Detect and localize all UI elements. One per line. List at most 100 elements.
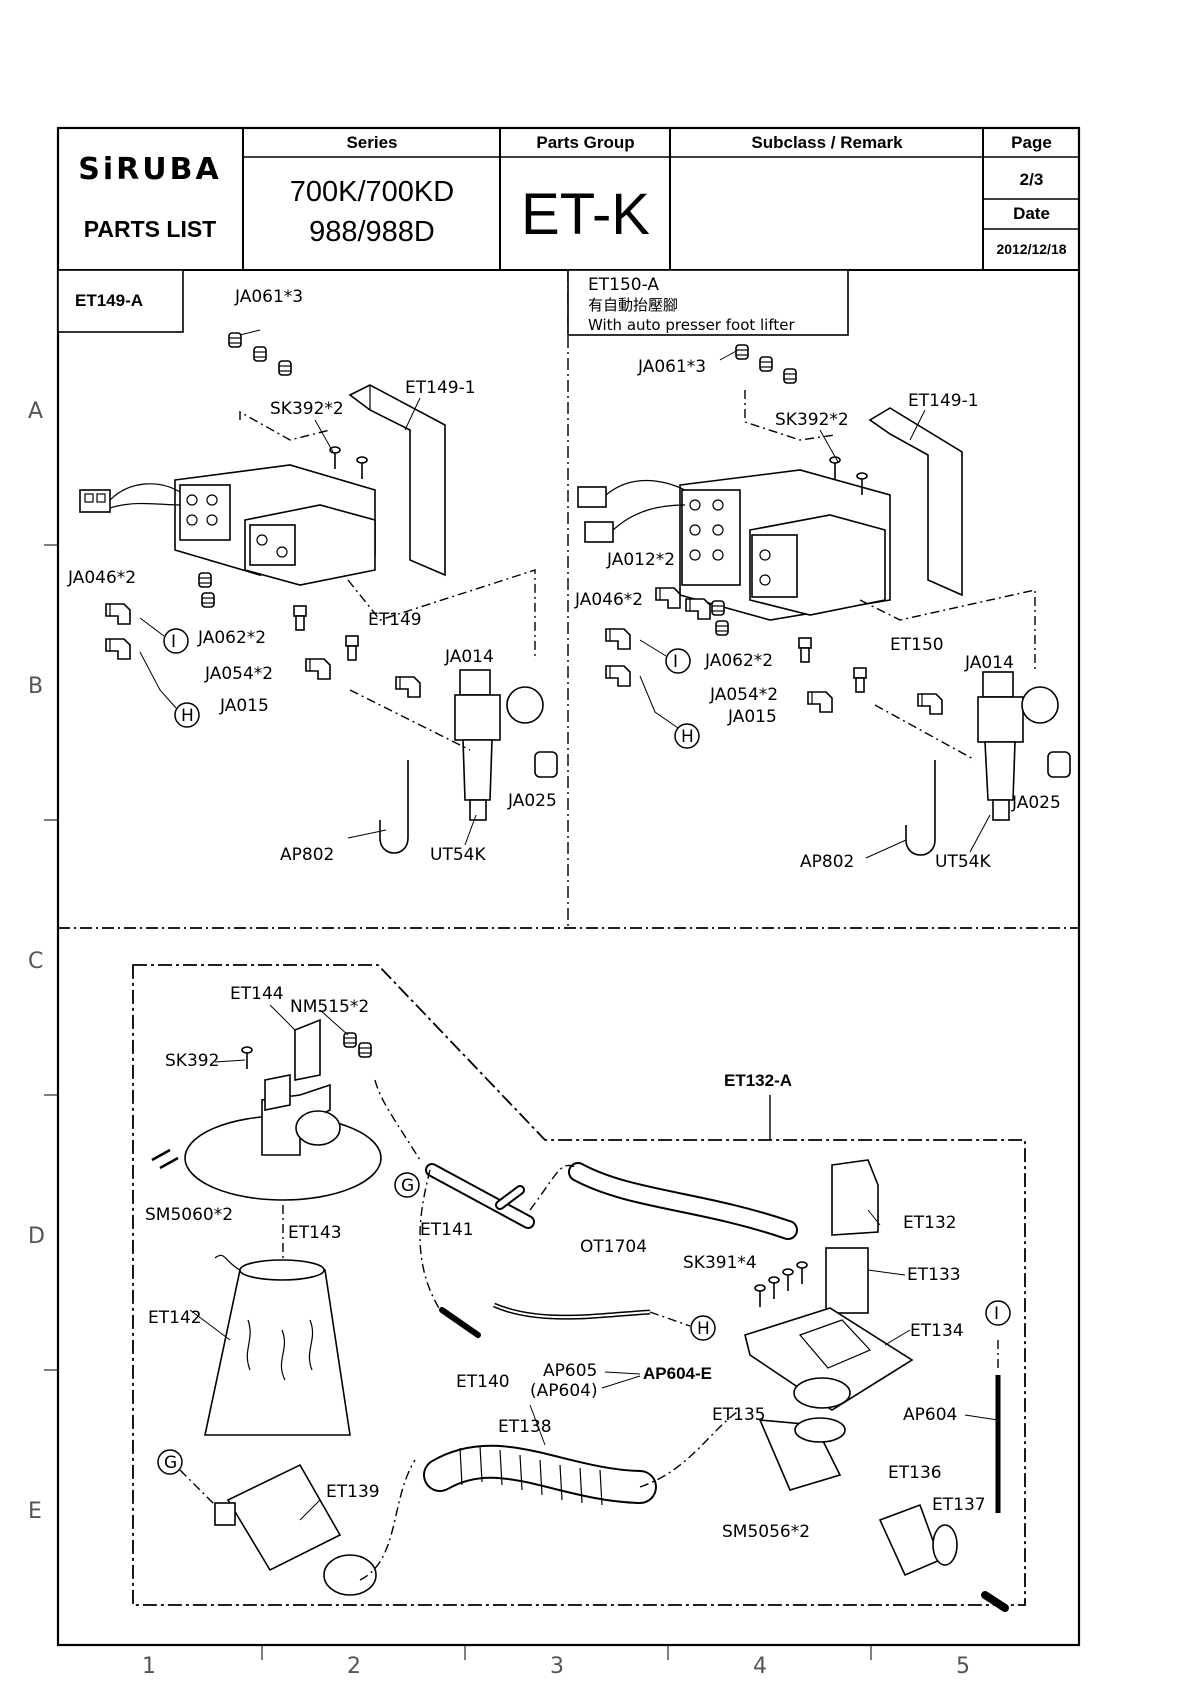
nozzle-et132 <box>831 1159 879 1236</box>
grid-rows: A B C D E <box>28 399 58 1524</box>
j-hose-ap802 <box>379 760 409 854</box>
label-et132: ET132 <box>903 1213 957 1233</box>
bracket-et149-1-b <box>868 407 963 597</box>
panel-et150-a: ET150-A 有自動抬壓腳 With auto presser foot li… <box>567 269 1071 872</box>
grid-cols: 1 2 3 4 5 <box>142 1645 970 1679</box>
label-ja046-b: JA046*2 <box>574 590 643 610</box>
label-ja015-b: JA015 <box>727 707 777 727</box>
grid-col-1: 1 <box>142 1654 156 1679</box>
valve-block-et149 <box>174 464 376 586</box>
label-ja014-b: JA014 <box>964 653 1014 673</box>
label-ja061-b: JA061*3 <box>637 357 706 377</box>
label-ja062-b: JA062*2 <box>704 651 773 671</box>
label-et141: ET141 <box>420 1220 474 1240</box>
label-ja046: JA046*2 <box>67 568 136 588</box>
label-sk392-b: SK392*2 <box>775 410 849 430</box>
valve-block-et150 <box>679 469 891 621</box>
label-ap802-b: AP802 <box>800 852 854 872</box>
grid-row-a: A <box>28 399 43 424</box>
filter-regulator-ut54k-b <box>977 671 1071 821</box>
bracket-et144 <box>294 1018 321 1081</box>
label-et142: ET142 <box>148 1308 202 1328</box>
label-ja025-b: JA025 <box>1011 793 1061 813</box>
series-line-2: 988/988D <box>309 215 435 248</box>
j-hose-ap802-b <box>905 760 936 856</box>
panel-c-title: ET132-A <box>724 1071 792 1090</box>
label-sk391: SK391*4 <box>683 1253 757 1273</box>
panel-c-callout-g-2: G <box>164 1453 177 1473</box>
label-ap605: AP605 <box>543 1361 597 1381</box>
panel-a-callout-i: I <box>171 632 176 652</box>
motor-et139 <box>226 1463 342 1572</box>
label-ap802: AP802 <box>280 845 334 865</box>
label-et134: ET134 <box>910 1321 964 1341</box>
connector-plugs-b <box>577 479 686 543</box>
series-label: Series <box>346 133 398 152</box>
label-nm515: NM515*2 <box>290 997 369 1017</box>
label-ja054: JA054*2 <box>204 664 273 684</box>
label-et144: ET144 <box>230 984 284 1004</box>
label-et135: ET135 <box>712 1405 766 1425</box>
panel-c-callout-i: I <box>994 1304 999 1324</box>
label-sk392-c: SK392 <box>165 1051 219 1071</box>
label-ot1704: OT1704 <box>580 1237 647 1257</box>
panel-et132-a: ET132-A <box>132 964 1026 1612</box>
panel-b-title-cn: 有自動抬壓腳 <box>588 296 678 314</box>
label-ap604: AP604 <box>903 1405 957 1425</box>
label-ja015: JA015 <box>219 696 269 716</box>
label-et140: ET140 <box>456 1372 510 1392</box>
label-et136: ET136 <box>888 1463 942 1483</box>
parts-group-label: Parts Group <box>536 133 635 152</box>
connector-et136 <box>878 1503 942 1577</box>
label-et133: ET133 <box>907 1265 961 1285</box>
label-et150: ET150 <box>890 635 944 655</box>
label-ja012: JA012*2 <box>606 550 675 570</box>
panel-c-callout-g: G <box>401 1176 414 1196</box>
grid-col-3: 3 <box>550 1654 564 1679</box>
panel-c-callout-h: H <box>697 1319 710 1339</box>
grid-col-2: 2 <box>347 1654 361 1679</box>
label-et138: ET138 <box>498 1417 552 1437</box>
label-et139: ET139 <box>326 1482 380 1502</box>
filter-regulator-ut54k <box>454 669 558 821</box>
label-et149-1-b: ET149-1 <box>908 391 979 411</box>
panel-b-title-en: With auto presser foot lifter <box>588 316 795 334</box>
grid-row-d: D <box>28 1224 45 1249</box>
grid-col-5: 5 <box>956 1654 970 1679</box>
date-value: 2012/12/18 <box>996 241 1067 257</box>
grid-row-e: E <box>28 1499 42 1524</box>
grid-row-b: B <box>28 674 43 699</box>
label-et149-1: ET149-1 <box>405 378 476 398</box>
panel-b-title: ET150-A <box>588 275 659 295</box>
label-et143: ET143 <box>288 1223 342 1243</box>
connector-plug <box>79 483 181 513</box>
label-sm5056: SM5056*2 <box>722 1522 810 1542</box>
label-ut54k: UT54K <box>430 845 486 865</box>
label-ut54k-b: UT54K <box>935 852 991 872</box>
label-sm5060: SM5060*2 <box>145 1205 233 1225</box>
parts-group-code: ET-K <box>521 181 650 247</box>
date-label: Date <box>1013 204 1050 223</box>
page-number: 2/3 <box>1019 170 1044 189</box>
label-ja054-b: JA054*2 <box>709 685 778 705</box>
bag-et142 <box>204 1269 351 1436</box>
panel-b-callout-h: H <box>681 727 694 747</box>
label-ja061: JA061*3 <box>234 287 303 307</box>
label-et137: ET137 <box>932 1495 986 1515</box>
brand-logo: SiRUBA <box>78 151 222 187</box>
subclass-label: Subclass / Remark <box>751 133 903 152</box>
label-ja062: JA062*2 <box>197 628 266 648</box>
label-sk392: SK392*2 <box>270 399 344 419</box>
page-label: Page <box>1011 133 1052 152</box>
series-line-1: 700K/700KD <box>289 175 455 208</box>
panel-a-title: ET149-A <box>75 291 143 310</box>
label-ap604-e: AP604-E <box>643 1364 712 1383</box>
bracket-et149-1 <box>348 384 446 577</box>
label-ap604-paren: (AP604) <box>530 1381 598 1401</box>
grid-col-4: 4 <box>753 1654 767 1679</box>
grid-row-c: C <box>28 949 43 974</box>
plate-et134 <box>744 1307 914 1411</box>
doc-type: PARTS LIST <box>83 215 217 242</box>
panel-b-callout-i: I <box>673 652 678 672</box>
